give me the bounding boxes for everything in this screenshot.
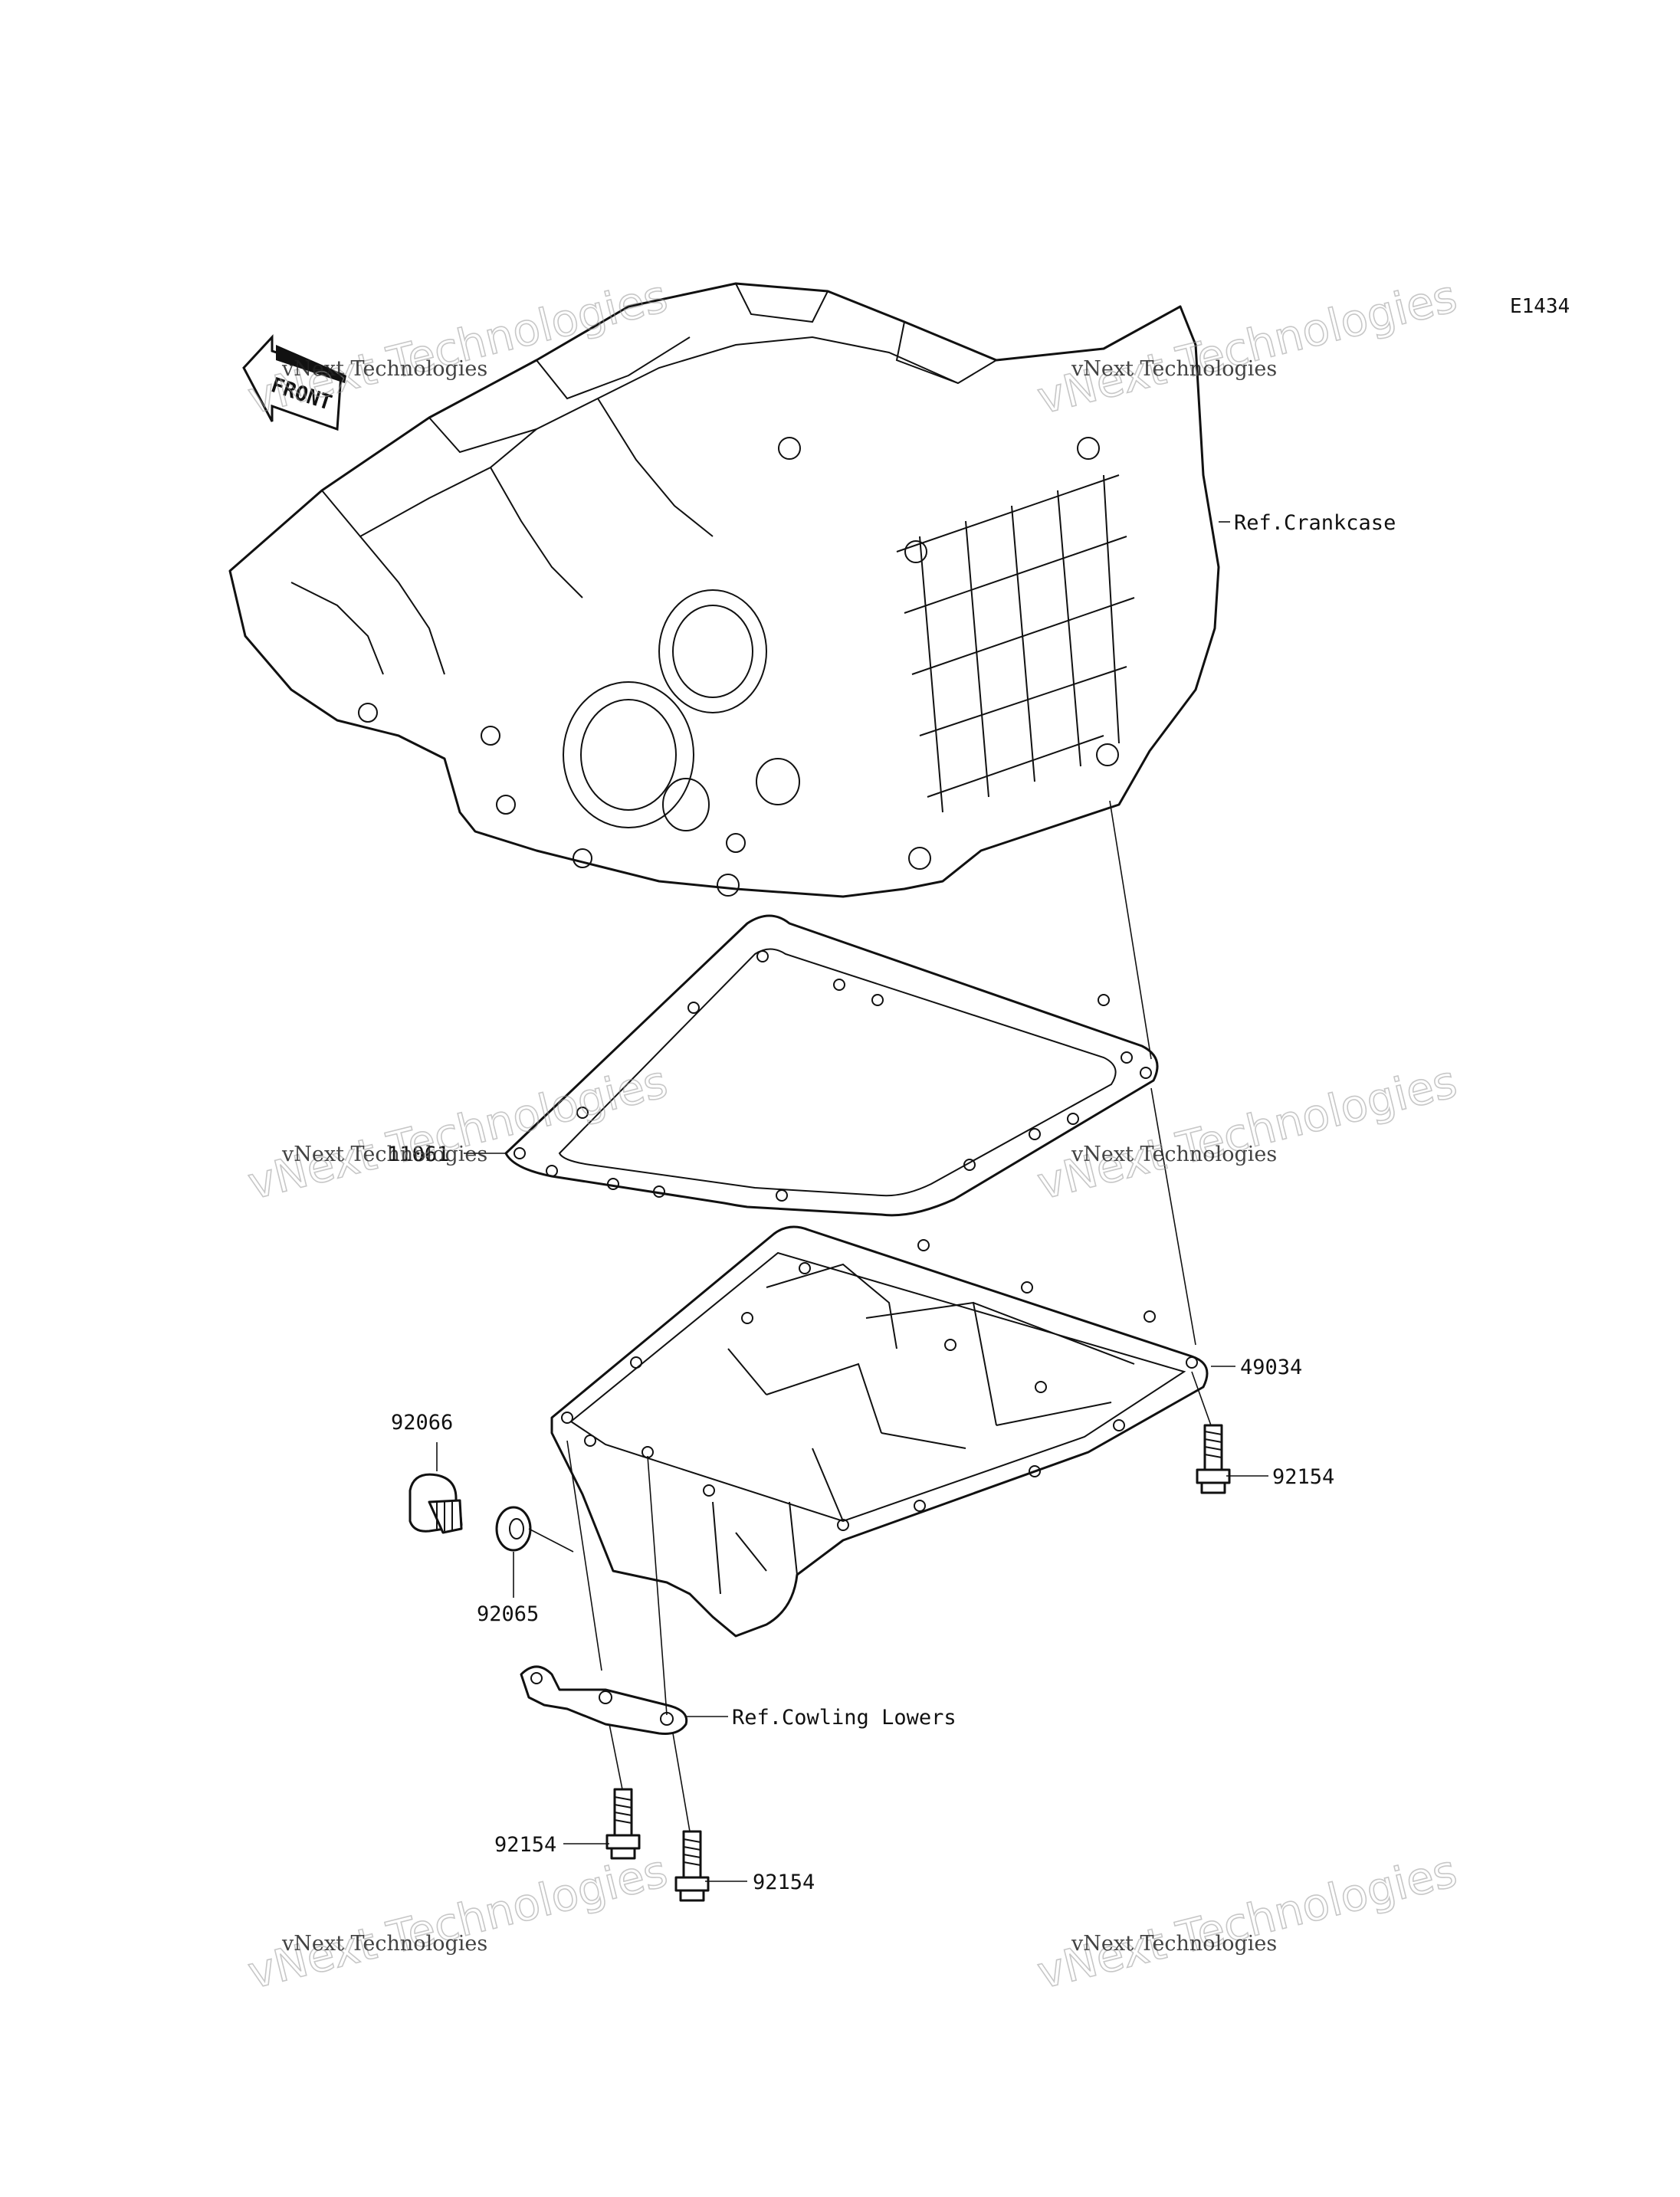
crankcase [228,282,1220,898]
drain-washer [495,1506,532,1552]
callout-bolt-right: 92154 [1272,1465,1334,1489]
watermark-large: vNext Technologies [243,1844,672,1999]
oil-pan-flange-holes [561,1239,1198,1531]
callout-oil-pan: 49034 [1240,1356,1302,1379]
bolt-lower-right [674,1830,710,1902]
watermark-top-right: vNext Technologies vNext Technologies [1032,269,1462,425]
watermark-small: vNext Technologies [281,1143,487,1166]
callout-drain-plug: 92066 [391,1411,453,1435]
watermark-small: vNext Technologies [1071,357,1277,381]
drain-plug [409,1473,463,1534]
callout-washer: 92065 [477,1602,539,1626]
watermark-small: vNext Technologies [281,1932,487,1956]
watermark-small: vNext Technologies [1071,1143,1277,1166]
oil-pan-gasket [504,914,1159,1217]
bolt-right [1196,1424,1231,1494]
gasket-bolt-holes [514,950,1152,1202]
watermark-small: vNext Technologies [281,357,487,381]
leader-lines [436,521,1268,1882]
callout-bolt-lower-right: 92154 [753,1871,815,1894]
bolt-lower-left [605,1788,641,1860]
watermark-large: vNext Technologies [1032,270,1462,425]
front-arrow-icon: FRONT [242,334,346,431]
callout-ref-cowling-lowers: Ref.Cowling Lowers [732,1706,956,1730]
watermark-large: vNext Technologies [1032,1844,1462,1999]
callout-bolt-lower-left: 92154 [494,1833,556,1857]
callout-ref-crankcase: Ref.Crankcase [1234,511,1396,535]
cowling-bracket [520,1665,688,1735]
watermark-bottom-left: vNext Technologies vNext Technologies [242,1844,673,1999]
callout-gasket: 11061 [387,1143,449,1166]
watermark-bottom-right: vNext Technologies vNext Technologies [1032,1844,1462,1999]
diagram-code: E1434 [1510,295,1570,318]
watermark-small: vNext Technologies [1071,1932,1277,1956]
oil-pan [550,1225,1209,1638]
